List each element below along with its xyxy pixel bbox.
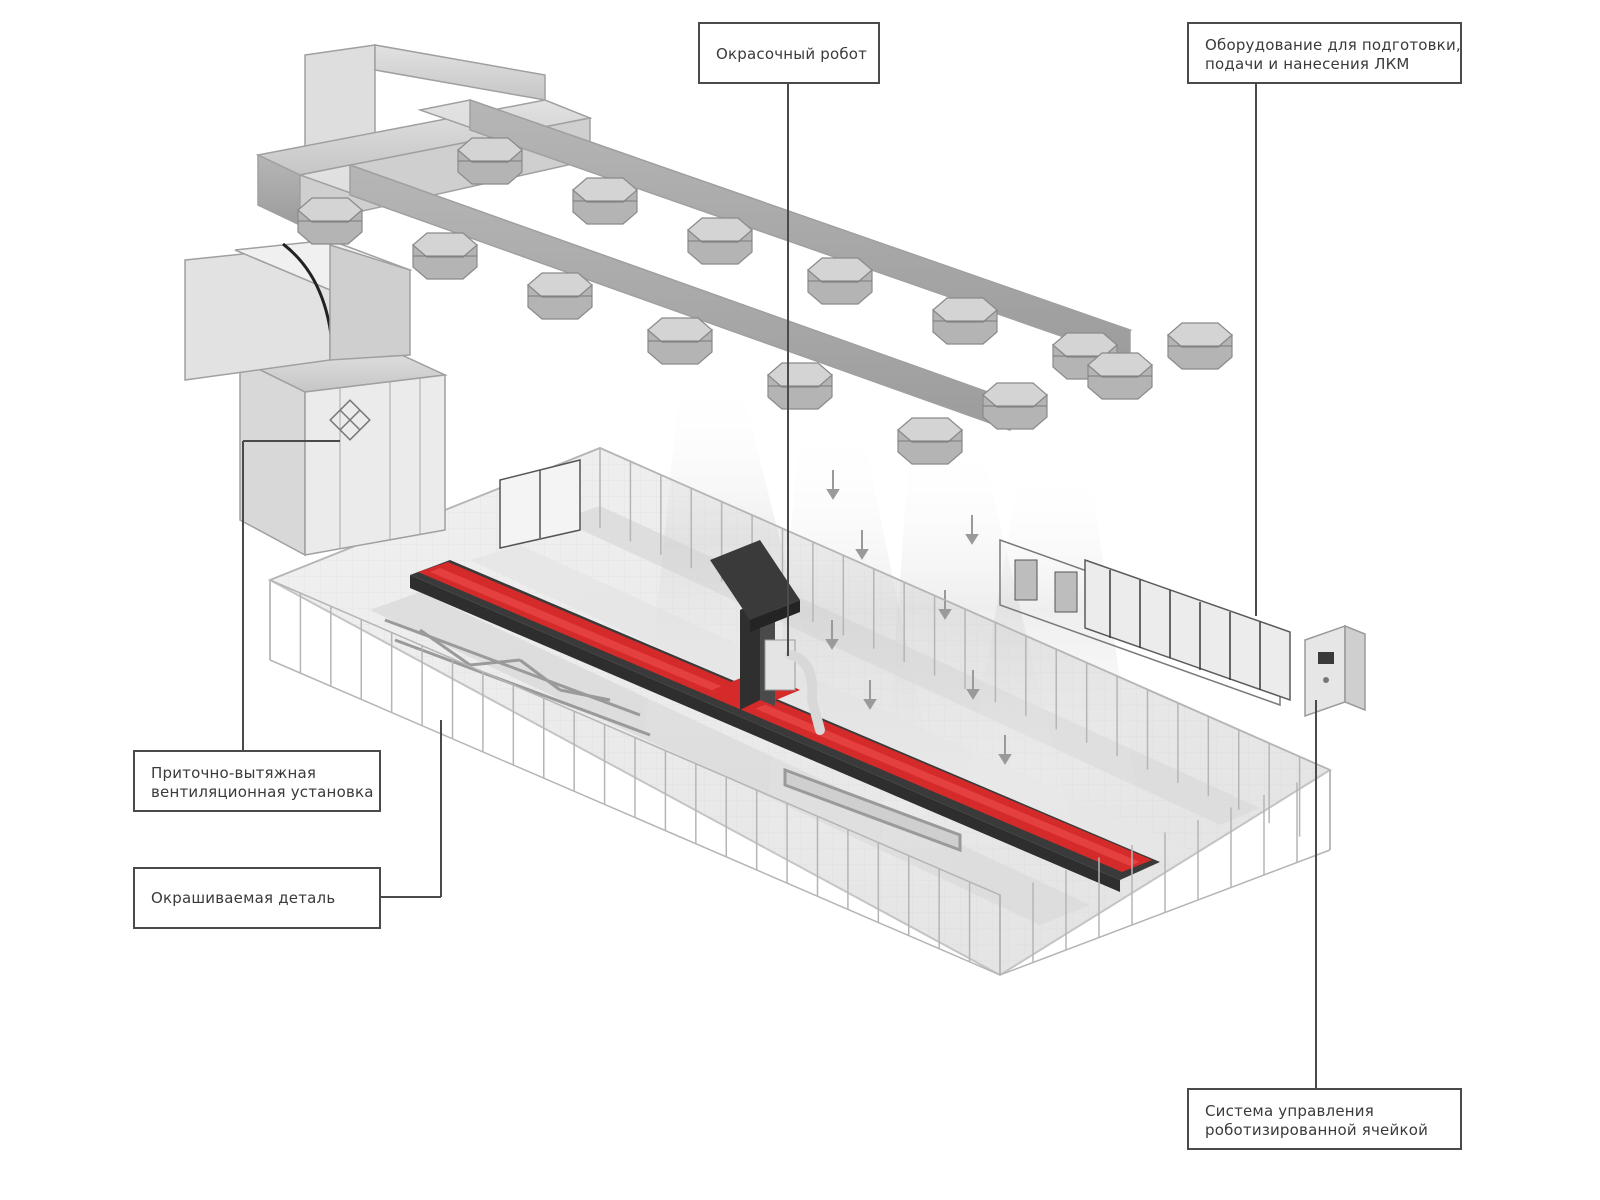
callout-painted-part-line-1: Окрашиваемая деталь: [151, 889, 336, 907]
callout-ventilation-unit: Приточно-вытяжная вентиляционная установ…: [133, 750, 381, 812]
callout-paint-equipment: Оборудование для подготовки, подачи и на…: [1187, 22, 1462, 84]
duct-fan-unit: [457, 137, 523, 185]
airflow-arrow-icon: [825, 470, 1012, 765]
conveyor-rail: [410, 560, 1160, 892]
duct-fan-unit: [767, 362, 833, 410]
callout-paint-equipment-line-1: Оборудование для подготовки,: [1205, 36, 1461, 54]
duct-fan-unit: [687, 217, 753, 265]
duct-fan-unit: [1087, 352, 1153, 400]
duct-fan-unit: [897, 417, 963, 465]
paint-robot: [710, 540, 825, 735]
fan-rotor-icon: [329, 399, 371, 441]
duct-fan-unit: [807, 257, 873, 305]
callout-painted-part: Окрашиваемая деталь: [133, 867, 381, 929]
duct-fan-unit: [297, 197, 363, 245]
ventilation-unit: [184, 239, 448, 557]
duct-fan-unit: [932, 297, 998, 345]
paint-supply-rack: [999, 538, 1291, 707]
callout-paint-robot: Окрасочный робот: [698, 22, 880, 84]
callout-paint-robot-line-1: Окрасочный робот: [716, 45, 868, 63]
duct-fan-unit: [647, 317, 713, 365]
duct-fan-unit: [1167, 322, 1233, 370]
callout-ventilation-unit-line-2: вентиляционная установка: [151, 783, 374, 801]
painted-part: [384, 618, 962, 853]
air-duct-network: [255, 44, 1133, 432]
duct-fan-unit: [527, 272, 593, 320]
callout-control-system-line-2: роботизированной ячейкой: [1205, 1121, 1429, 1139]
duct-fan-unit: [412, 232, 478, 280]
callout-control-system: Система управления роботизированной ячей…: [1187, 1088, 1462, 1150]
callout-ventilation-unit-line-1: Приточно-вытяжная: [151, 764, 317, 782]
callout-control-system-line-1: Система управления: [1205, 1102, 1374, 1120]
duct-fan-unit: [982, 382, 1048, 430]
duct-fan-units: [297, 137, 1233, 465]
callout-paint-equipment-line-2: подачи и нанесения ЛКМ: [1205, 55, 1410, 73]
leader-lines: [242, 82, 1317, 1088]
control-cabinet: [1304, 624, 1366, 718]
duct-fan-unit: [572, 177, 638, 225]
tool-rack-left: [499, 459, 581, 549]
